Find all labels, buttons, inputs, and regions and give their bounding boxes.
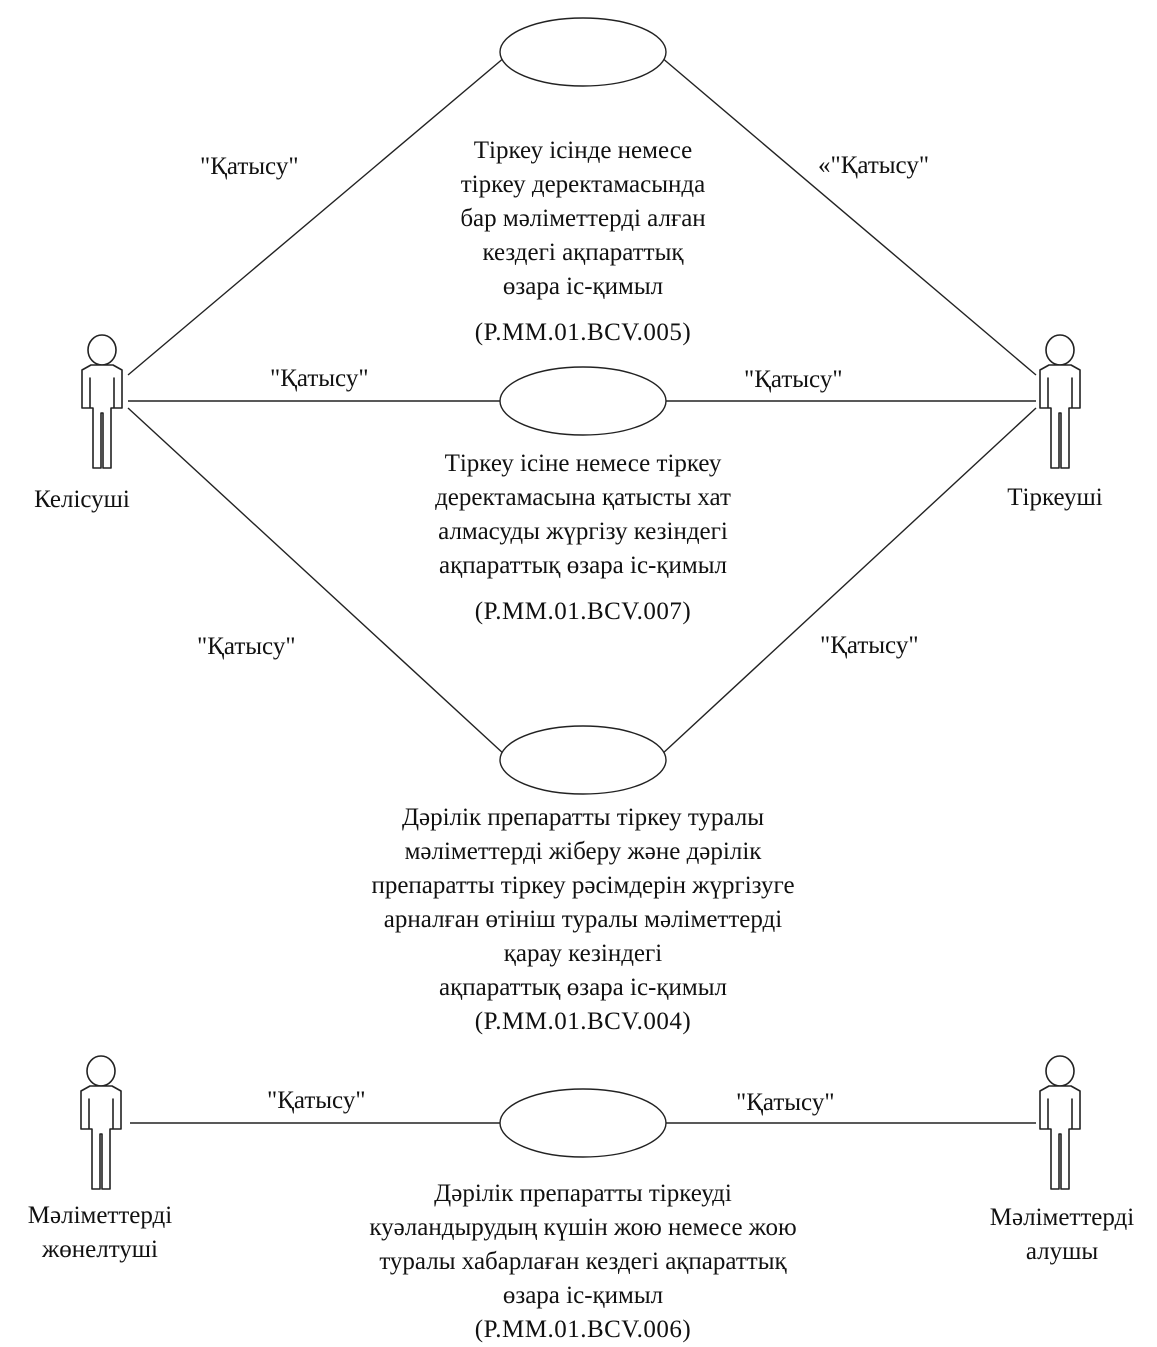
- association-label: "Қатысу": [820, 632, 919, 659]
- use-case-code: (P.MM.01.BCV.005): [474, 319, 692, 346]
- association-label: "Қатысу": [736, 1089, 835, 1116]
- assoc-registrar-uc005: [660, 56, 1037, 376]
- use-case-text-line: қарау кезіндегі: [503, 940, 663, 967]
- assoc-applicant-uc005: [127, 56, 506, 376]
- use-case-007-label: Тіркеу ісіне немесе тіркеу деректамасына…: [435, 447, 731, 629]
- use-case-text-line: Тіркеу ісіне немесе тіркеу: [444, 450, 722, 477]
- actor-receiver-figure: [1039, 1055, 1081, 1190]
- actor-receiver-name-line: Мәліметтерді: [989, 1204, 1135, 1231]
- actor-receiver-name: Мәліметтерді алушы: [990, 1201, 1134, 1269]
- use-case-text-line: туралы хабарлаған кездегі ақпараттық: [379, 1248, 787, 1275]
- use-case-text-line: куәландырудың күшін жою немесе жою: [369, 1214, 797, 1241]
- actor-sender-figure: [80, 1055, 122, 1190]
- use-case-ellipse: [499, 17, 667, 87]
- use-case-text-line: Дәрілік препаратты тіркеу туралы: [401, 804, 765, 831]
- use-case-ellipse: [499, 725, 667, 795]
- association-label: "Қатысу": [200, 153, 299, 180]
- assoc-registrar-uc004: [660, 407, 1037, 756]
- use-case-004-label: Дәрілік препаратты тіркеу туралы мәлімет…: [371, 801, 794, 1039]
- use-case-text-line: мәліметтерді жіберу және дәрілік: [404, 838, 762, 865]
- actor-applicant-figure: [81, 334, 123, 469]
- use-case-text-line: кездегі ақпараттық: [482, 239, 684, 266]
- association-label: "Қатысу": [197, 633, 296, 660]
- use-case-text-line: Тіркеу ісінде немесе: [473, 137, 693, 164]
- use-case-code: (P.MM.01.BCV.004): [474, 1008, 692, 1035]
- association-label: "Қатысу": [270, 365, 369, 392]
- actor-applicant-name: Келісуші: [34, 486, 130, 513]
- use-case-006-label: Дәрілік препаратты тіркеуді куәландыруды…: [369, 1177, 796, 1347]
- use-case-text-line: препаратты тіркеу рәсімдерін жүргізуге: [371, 872, 795, 899]
- use-case-005-label: Тіркеу ісінде немесе тіркеу деректамасын…: [460, 134, 705, 350]
- actor-sender-name: Мәліметтерді жөнелтуші: [28, 1199, 172, 1267]
- use-case-text-line: арналған өтініш туралы мәліметтерді: [383, 906, 783, 933]
- use-case-text-line: алмасуды жүргізу кезіндегі: [438, 518, 728, 545]
- association-label: «"Қатысу": [818, 152, 930, 179]
- use-case-text-line: Дәрілік препаратты тіркеуді: [434, 1180, 732, 1207]
- association-label: "Қатысу": [267, 1087, 366, 1114]
- use-case-text-line: тіркеу деректамасында: [460, 171, 706, 198]
- use-case-text-line: бар мәліметтерді алған: [460, 205, 706, 232]
- actor-registrar-figure: [1039, 334, 1081, 469]
- use-case-text-line: ақпараттық өзара іс-қимыл: [438, 974, 728, 1001]
- association-label: "Қатысу": [744, 366, 843, 393]
- actor-registrar-name: Тіркеуші: [1007, 484, 1103, 511]
- actor-receiver-name-line: алушы: [1025, 1238, 1099, 1265]
- use-case-ellipse: [499, 366, 667, 436]
- use-case-text-line: деректамасына қатысты хат: [435, 484, 731, 511]
- actor-sender-name-line: Мәліметтерді: [27, 1202, 173, 1229]
- use-case-text-line: өзара іс-қимыл: [502, 273, 664, 300]
- use-case-code: (P.MM.01.BCV.006): [474, 1316, 692, 1343]
- use-case-ellipse: [499, 1088, 667, 1158]
- use-case-text-line: ақпараттық өзара іс-қимыл: [438, 552, 728, 579]
- actor-sender-name-line: жөнелтуші: [41, 1236, 159, 1263]
- use-case-code: (P.MM.01.BCV.007): [474, 598, 692, 625]
- use-case-text-line: өзара іс-қимыл: [502, 1282, 664, 1309]
- assoc-applicant-uc004: [127, 407, 506, 756]
